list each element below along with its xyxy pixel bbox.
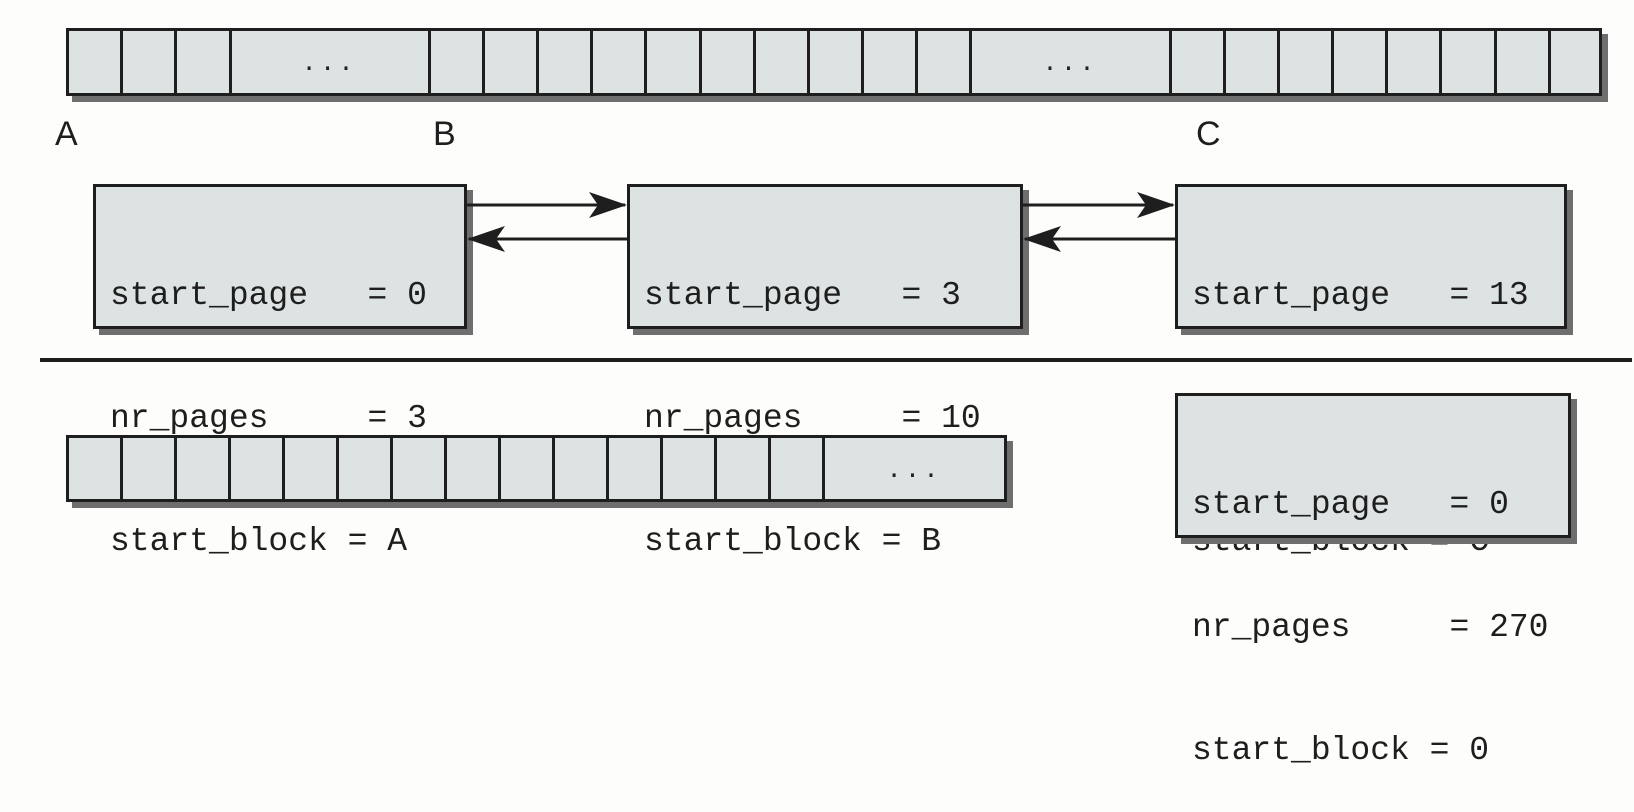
block-ellipsis: ...	[969, 28, 1169, 96]
extent-row: start_block = B	[644, 523, 942, 560]
block-cell	[498, 435, 552, 502]
field-value: 0	[1469, 732, 1490, 769]
block-cell	[714, 435, 768, 502]
extent-row: start_page = 3	[644, 277, 961, 314]
field-name: start_page	[1192, 486, 1391, 523]
field-name: nr_pages	[644, 400, 803, 437]
block-cell	[336, 435, 390, 502]
block-cell	[1168, 28, 1223, 96]
block-cell	[861, 28, 916, 96]
block-cell	[915, 28, 970, 96]
field-value: 13	[1489, 277, 1529, 314]
block-cell	[552, 435, 606, 502]
block-cell	[444, 435, 498, 502]
extent-row: start_page = 0	[110, 277, 427, 314]
block-cell	[481, 28, 536, 96]
extent-row: start_block = A	[110, 523, 408, 560]
block-ellipsis: ...	[228, 28, 428, 96]
next-arrowhead-2	[1137, 192, 1175, 218]
block-cell	[590, 28, 645, 96]
next-arrowhead-1	[589, 192, 627, 218]
block-cell	[66, 435, 120, 502]
field-value: A	[387, 523, 408, 560]
block-marker-b: B	[433, 115, 456, 153]
block-cell	[174, 28, 229, 96]
block-cell	[606, 435, 660, 502]
block-cell	[1222, 28, 1277, 96]
extent-row: start_page = 13	[1192, 277, 1529, 314]
block-ellipsis: ...	[822, 435, 1007, 502]
field-name: start_block	[110, 523, 328, 560]
field-value: 270	[1489, 609, 1549, 646]
block-cell	[120, 28, 175, 96]
field-name: start_block	[1192, 732, 1410, 769]
section-divider	[40, 358, 1632, 362]
block-cell	[120, 435, 174, 502]
extent-box-1: start_page = 0 nr_pages = 3 start_block …	[93, 184, 467, 560]
block-cell	[1547, 28, 1603, 96]
extent-box-bottom: start_page = 0 nr_pages = 270 start_bloc…	[1175, 393, 1571, 769]
top-block-strip: ... ...	[66, 28, 1603, 96]
extent-row: nr_pages = 3	[110, 400, 427, 437]
block-cell	[1331, 28, 1386, 96]
block-cell	[66, 28, 121, 96]
prev-arrowhead-1	[467, 226, 505, 252]
block-cell	[806, 28, 862, 96]
block-cell	[427, 28, 482, 96]
bottom-block-strip: ...	[66, 435, 1007, 502]
extent-row: nr_pages = 270	[1192, 609, 1549, 646]
field-name: start_page	[110, 277, 309, 314]
block-cell	[644, 28, 699, 96]
block-cell	[752, 28, 807, 96]
field-value: 10	[941, 400, 981, 437]
block-cell	[1276, 28, 1332, 96]
field-value: 0	[1489, 486, 1509, 523]
field-name: nr_pages	[1192, 609, 1351, 646]
block-cell	[660, 435, 714, 502]
field-value: 3	[407, 400, 427, 437]
block-cell	[1493, 28, 1548, 96]
block-cell	[174, 435, 228, 502]
field-name: start_page	[644, 277, 843, 314]
linked-list-arrows	[467, 192, 1175, 252]
field-value: 3	[941, 277, 961, 314]
prev-arrowhead-2	[1023, 226, 1061, 252]
field-value: B	[921, 523, 942, 560]
block-cell	[1439, 28, 1494, 96]
extent-row: nr_pages = 10	[644, 400, 981, 437]
extent-row: start_page = 0	[1192, 486, 1509, 523]
block-cell	[390, 435, 444, 502]
field-name: start_page	[1192, 277, 1391, 314]
field-name: start_block	[644, 523, 862, 560]
field-name: nr_pages	[110, 400, 269, 437]
block-cell	[698, 28, 753, 96]
block-marker-a: A	[55, 115, 78, 153]
field-value: 0	[407, 277, 427, 314]
extent-box-2: start_page = 3 nr_pages = 10 start_block…	[627, 184, 1023, 560]
block-cell	[768, 435, 822, 502]
block-marker-c: C	[1196, 115, 1221, 153]
block-cell	[535, 28, 591, 96]
block-cell	[228, 435, 282, 502]
extent-row: start_block = 0	[1192, 732, 1490, 769]
block-cell	[1385, 28, 1440, 96]
block-cell	[282, 435, 336, 502]
